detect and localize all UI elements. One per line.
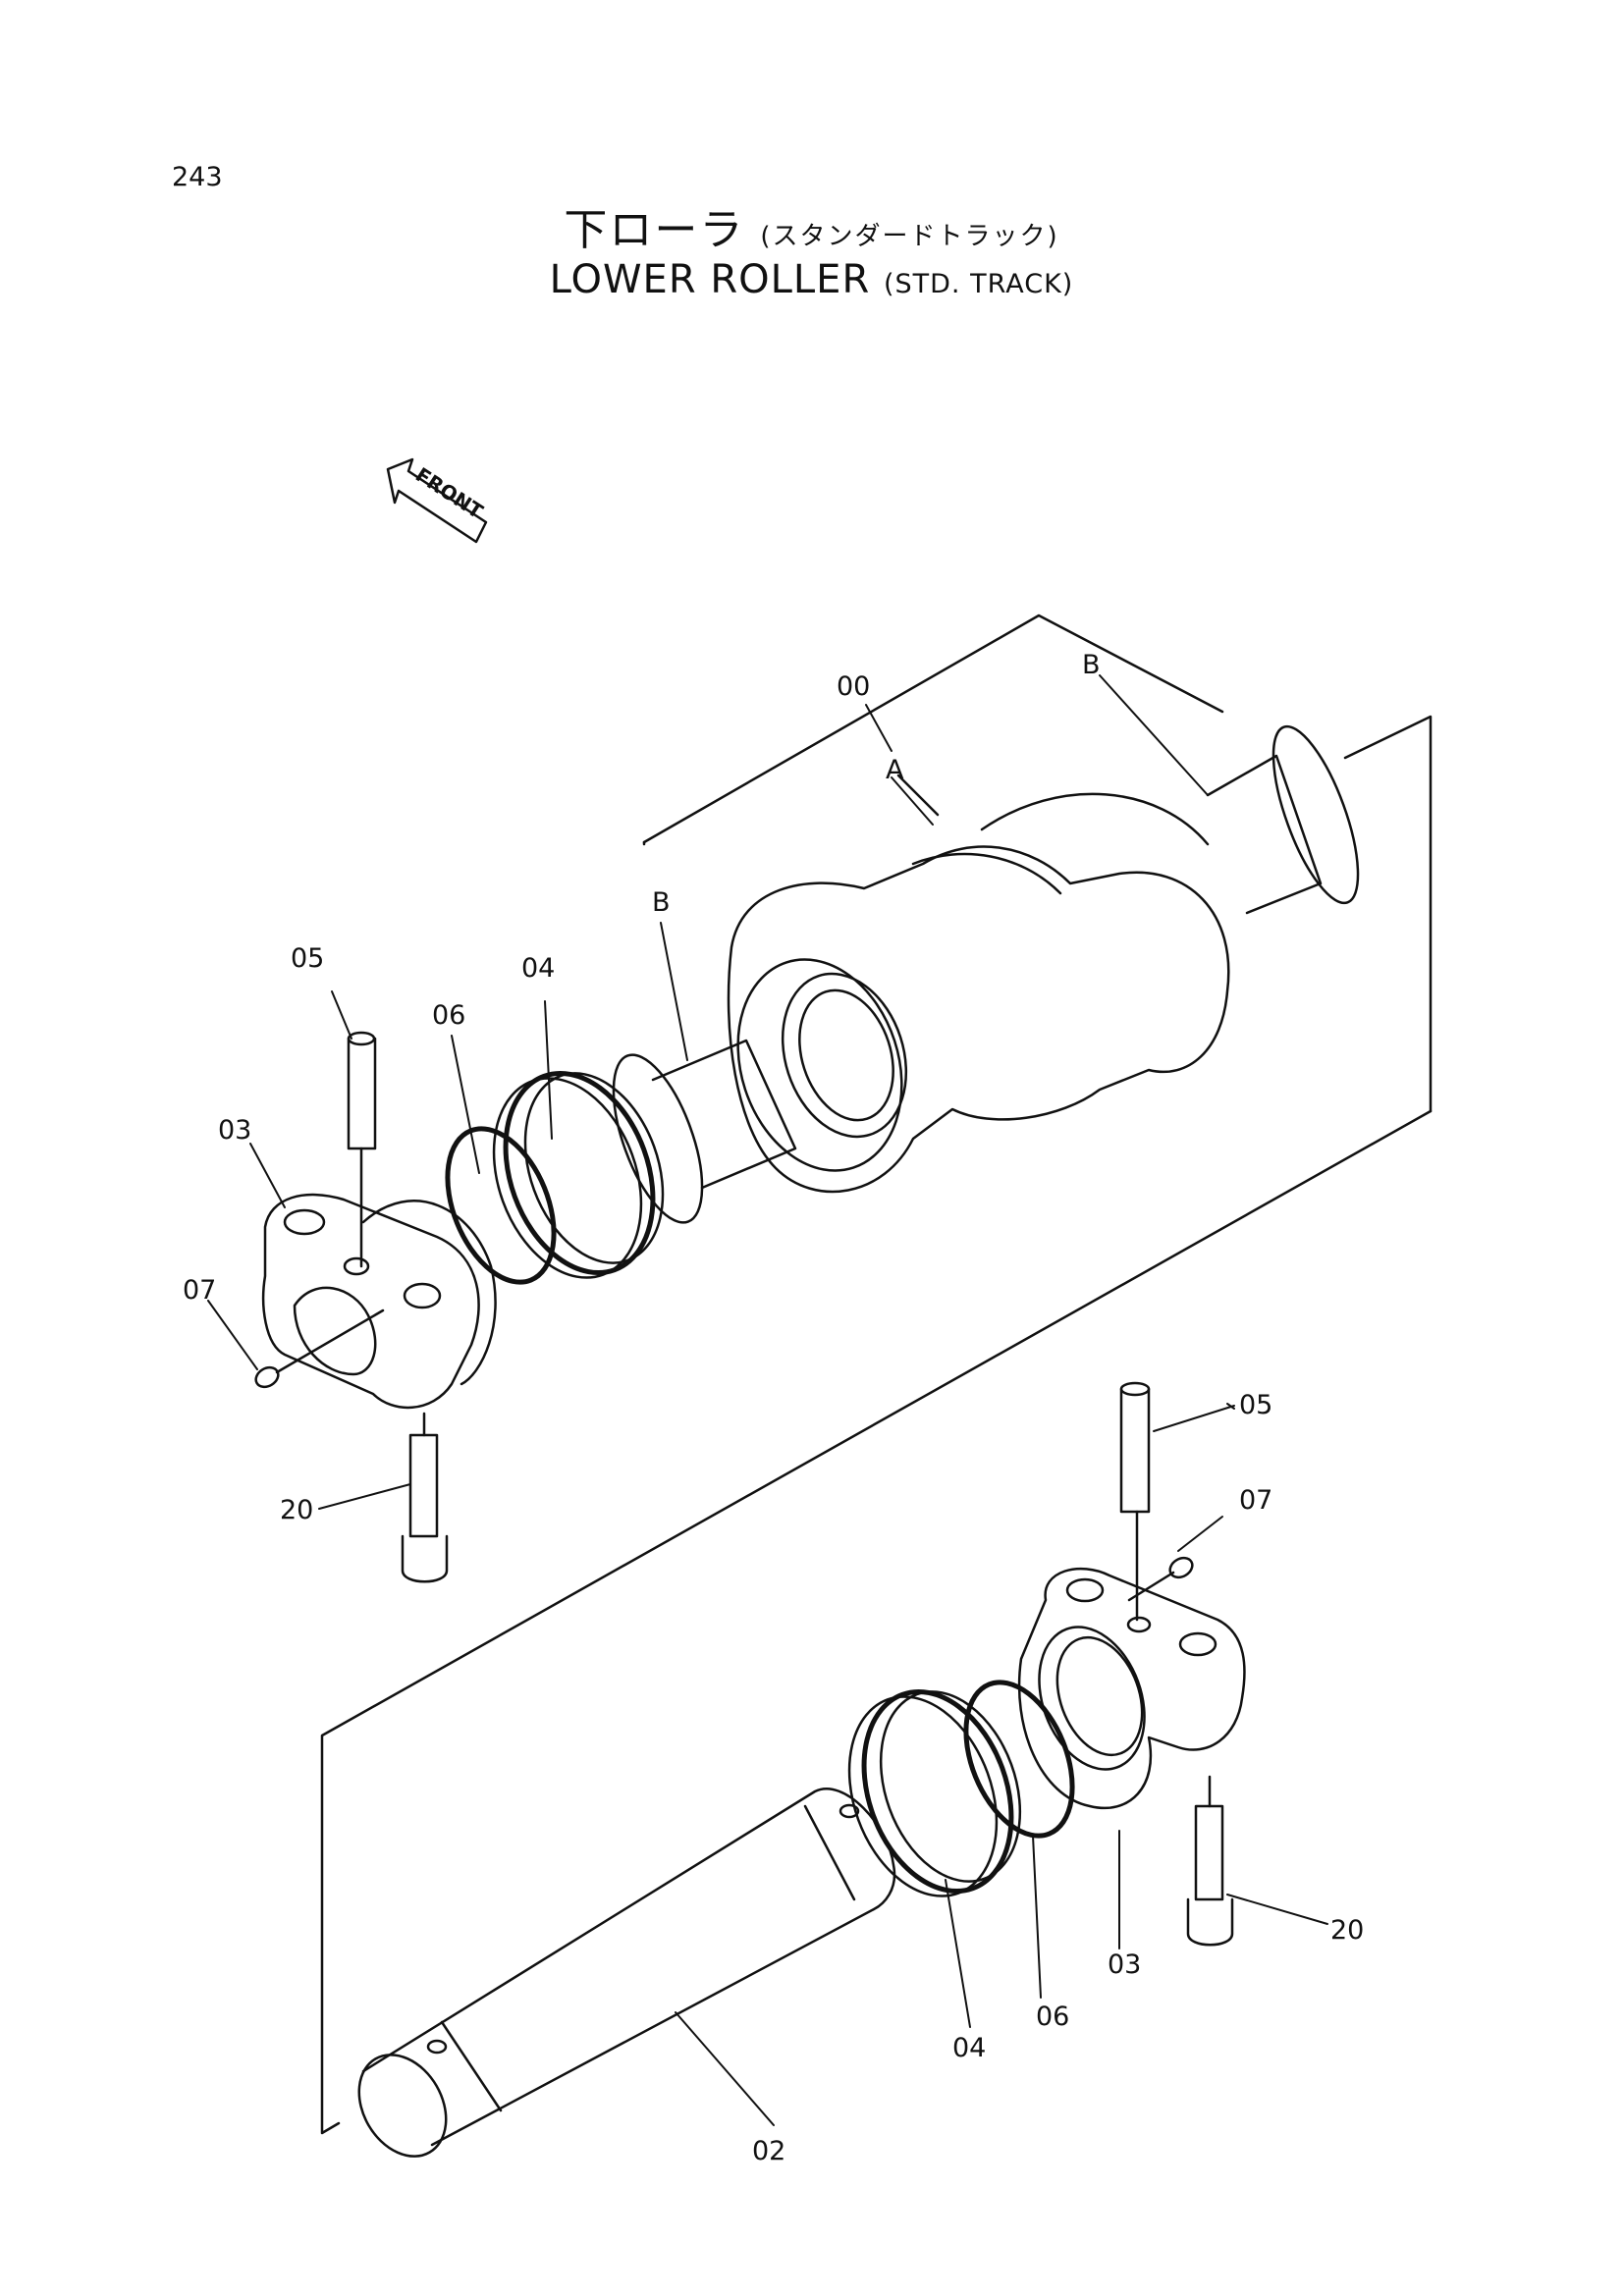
front-arrow-label: FRONT bbox=[411, 462, 487, 523]
callout-group-a: A bbox=[886, 755, 904, 785]
plug-lower bbox=[1127, 1556, 1194, 1602]
plug-upper bbox=[254, 1308, 385, 1389]
roller-bushing-right bbox=[1206, 724, 1360, 915]
upper-assembly-frame bbox=[642, 614, 1433, 1113]
title-japanese-sub: (スタンダードトラック) bbox=[760, 222, 1059, 251]
bolt-upper bbox=[401, 1412, 449, 1583]
callout-pin-upper: 05 bbox=[291, 943, 324, 974]
callout-plug-upper: 07 bbox=[183, 1275, 216, 1306]
title-japanese: 下ローラ (スタンダードトラック) bbox=[0, 194, 1623, 257]
callout-labels: 00 A B B 05 04 06 03 07 20 05 07 20 03 0… bbox=[183, 650, 1364, 2166]
title-japanese-main: 下ローラ bbox=[564, 205, 745, 255]
o-ring-upper bbox=[445, 1126, 557, 1285]
page-number: 243 bbox=[172, 162, 223, 192]
roller-bushing-left bbox=[612, 1039, 797, 1224]
lower-assembly-frame bbox=[320, 1109, 1433, 2135]
roll-pin-lower bbox=[1119, 1381, 1151, 1622]
callout-seal-upper: 04 bbox=[521, 953, 555, 984]
leader-lines bbox=[207, 674, 1328, 2126]
floating-seal-upper bbox=[492, 1070, 665, 1279]
callout-collar-lower: 03 bbox=[1108, 1949, 1141, 1980]
callout-seal-lower: 04 bbox=[952, 2033, 986, 2063]
callout-bolt-upper: 20 bbox=[280, 1495, 313, 1525]
title-english-main: LOWER ROLLER bbox=[549, 257, 871, 302]
o-ring-lower bbox=[963, 1680, 1075, 1839]
callout-collar-upper: 03 bbox=[218, 1115, 251, 1146]
bolt-lower bbox=[1186, 1775, 1234, 1947]
callout-o-ring-upper: 06 bbox=[432, 1000, 465, 1031]
title-english: LOWER ROLLER (STD. TRACK) bbox=[0, 257, 1623, 302]
callout-shaft: 02 bbox=[752, 2136, 785, 2166]
floating-seal-lower bbox=[847, 1688, 1022, 1897]
callout-group-b-top: B bbox=[1082, 650, 1101, 680]
callout-pin-lower: 05 bbox=[1239, 1390, 1272, 1420]
front-arrow-icon: FRONT bbox=[386, 457, 488, 544]
title-english-sub: (STD. TRACK) bbox=[883, 269, 1074, 299]
collar-upper bbox=[261, 1193, 497, 1410]
callout-bolt-lower: 20 bbox=[1330, 1915, 1364, 1946]
callout-plug-lower: 07 bbox=[1239, 1485, 1272, 1516]
callout-assembly: 00 bbox=[837, 671, 870, 702]
callout-group-b-left: B bbox=[652, 887, 671, 918]
shaft bbox=[357, 1788, 896, 2158]
roll-pin-upper bbox=[347, 1031, 377, 1268]
callout-o-ring-lower: 06 bbox=[1036, 2002, 1069, 2032]
roller-body bbox=[727, 774, 1230, 1194]
collar-lower bbox=[1017, 1567, 1246, 1810]
